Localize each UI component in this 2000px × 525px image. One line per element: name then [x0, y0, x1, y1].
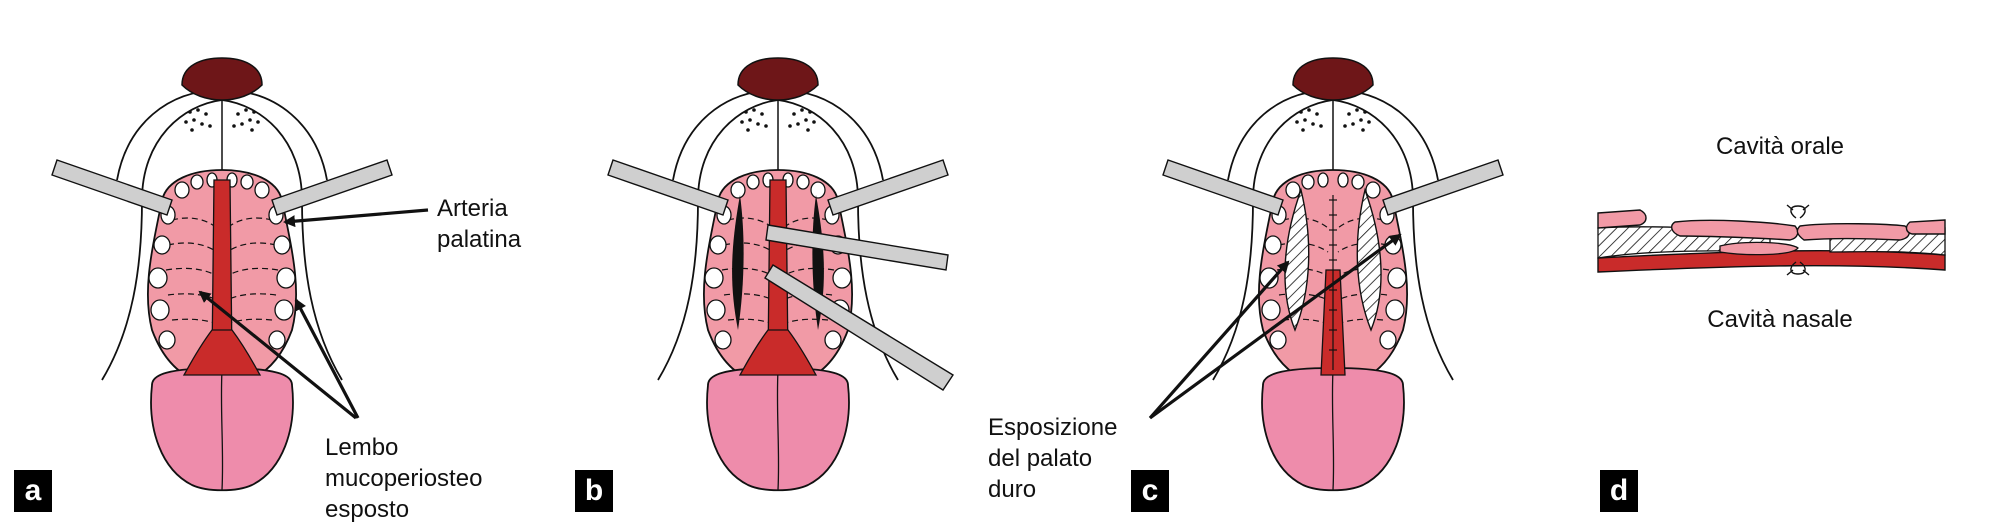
panel-letter-b: b	[575, 470, 613, 512]
panel-a-illustration	[51, 57, 393, 492]
panel-c-illustration	[1162, 57, 1504, 492]
label-esposizione-palato: Esposizione del palato duro	[988, 414, 1118, 503]
panel-b-illustration	[607, 57, 954, 492]
label-cavita-nasale: Cavità nasale	[1707, 306, 1853, 333]
panel-d-cross-section	[1597, 204, 1946, 276]
arrow-esposizione-left	[1148, 260, 1290, 420]
arrow-lembo-right	[294, 298, 360, 419]
arrow-esposizione-right	[1149, 233, 1402, 420]
label-cavita-orale: Cavità orale	[1715, 133, 1845, 160]
panel-letter-c: c	[1131, 470, 1169, 512]
label-arteria-palatina: Arteria palatina	[437, 195, 522, 253]
arrow-arteria-palatina	[283, 208, 429, 228]
arrow-lembo-left	[198, 290, 358, 420]
panel-letter-a: a	[14, 470, 52, 512]
label-arrows	[198, 208, 1402, 420]
panel-letter-d: d	[1600, 470, 1638, 512]
label-lembo-mucoperiosteo: Lembo mucoperiosteo esposto	[325, 434, 483, 523]
